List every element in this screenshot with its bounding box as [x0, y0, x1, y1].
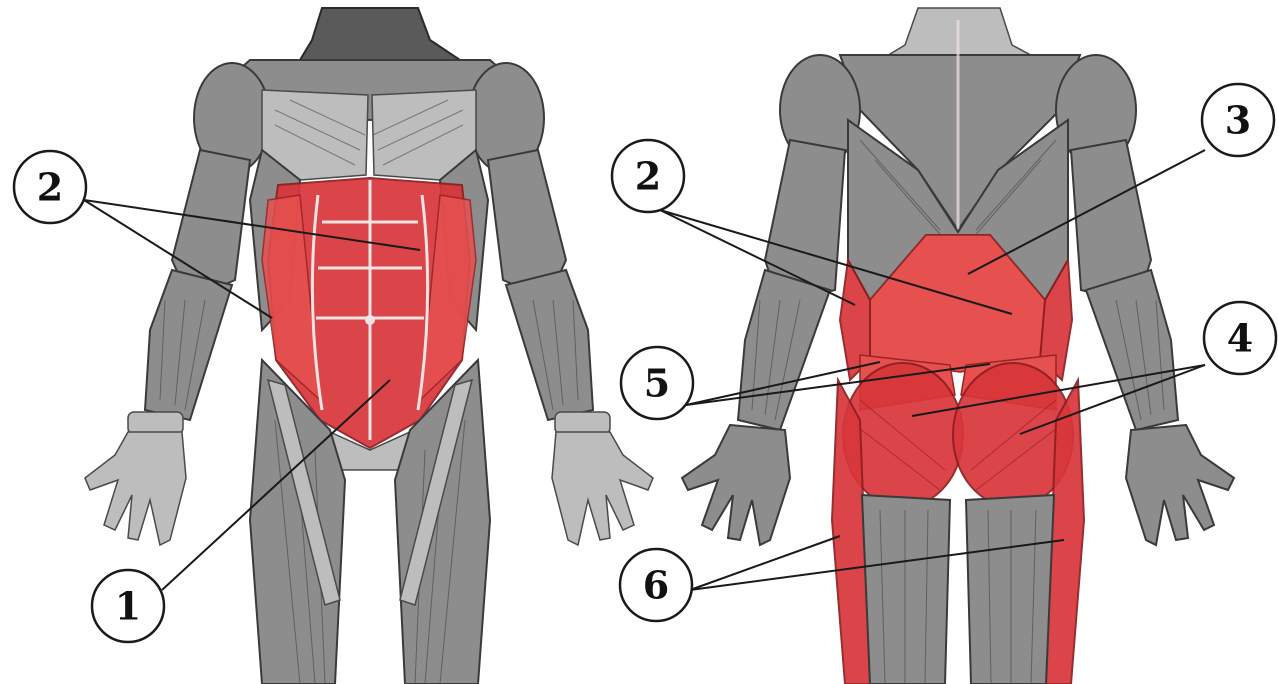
front-neck — [300, 8, 460, 60]
callout-label: 2 — [37, 165, 63, 210]
callout-label: 3 — [1225, 98, 1251, 143]
callout-back-4: 4 — [1204, 302, 1276, 374]
front-left-hand — [85, 432, 186, 545]
callout-label: 5 — [644, 361, 670, 406]
callout-label: 1 — [115, 584, 141, 629]
front-right-hand — [552, 432, 653, 545]
back-neck — [880, 8, 1040, 60]
front-left-forearm — [145, 270, 232, 420]
callout-label: 4 — [1227, 316, 1253, 361]
callout-label: 2 — [635, 154, 661, 199]
callout-front-2: 2 — [14, 151, 86, 223]
back-left-hamstring — [862, 495, 950, 684]
front-right-wrist — [555, 412, 610, 434]
callout-back-6: 6 — [620, 549, 692, 621]
front-left-wrist — [128, 412, 183, 434]
callout-front-1: 1 — [92, 570, 164, 642]
callout-back-5: 5 — [621, 347, 693, 419]
back-right-hamstring — [966, 495, 1054, 684]
callout-label: 6 — [643, 563, 669, 608]
callout-back-3: 3 — [1202, 84, 1274, 156]
back-left-hand — [682, 425, 790, 545]
front-right-forearm — [506, 270, 593, 420]
callout-back-2: 2 — [612, 140, 684, 212]
back-right-hand — [1126, 425, 1234, 545]
back-figure — [682, 8, 1234, 684]
